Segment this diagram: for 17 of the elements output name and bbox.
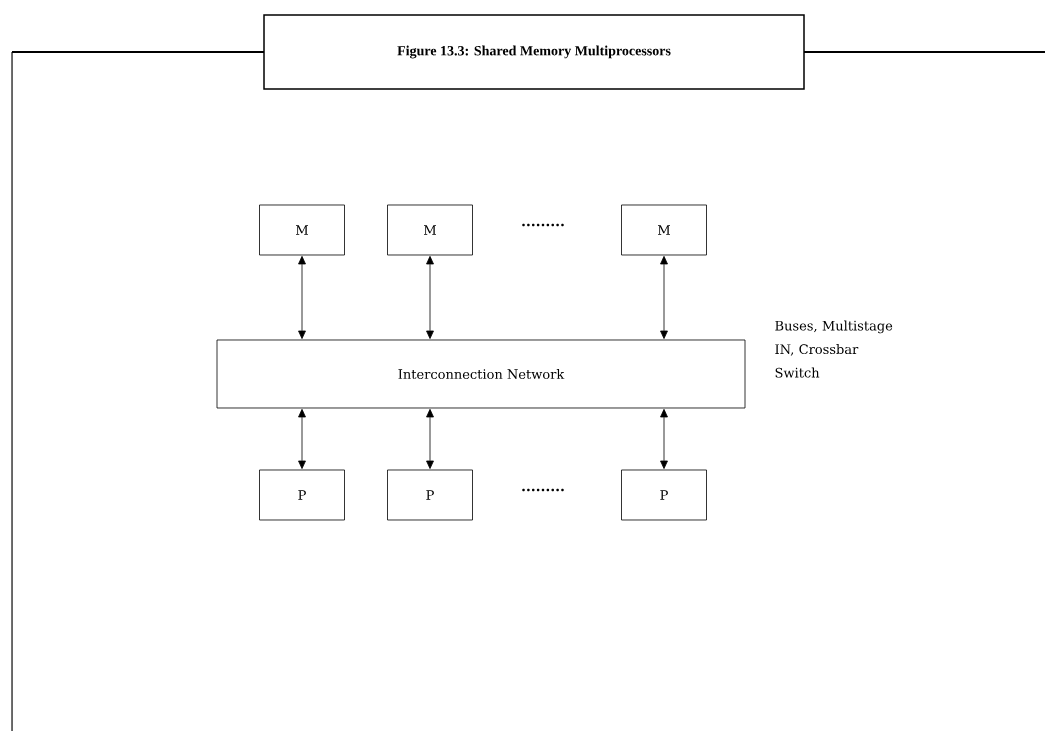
side-note: Buses, Multistage IN, Crossbar Switch (775, 320, 893, 378)
unit-box: P (387, 469, 473, 521)
unit-box: M (621, 204, 707, 256)
network-box: Interconnection Network (216, 339, 746, 409)
unit-box: M (259, 204, 345, 256)
ellipsis-dots: ......... (522, 223, 564, 227)
unit-box: M (387, 204, 473, 256)
ellipsis-dots: ......... (522, 488, 564, 492)
double-arrow (298, 255, 306, 339)
double-arrow (298, 408, 306, 469)
double-arrow (426, 255, 434, 339)
title-box: Figure 13.3: Shared Memory Multiprocessors (263, 14, 805, 90)
double-arrow (660, 255, 668, 339)
double-arrow (660, 408, 668, 469)
unit-box: P (259, 469, 345, 521)
unit-box: P (621, 469, 707, 521)
double-arrow (426, 408, 434, 469)
